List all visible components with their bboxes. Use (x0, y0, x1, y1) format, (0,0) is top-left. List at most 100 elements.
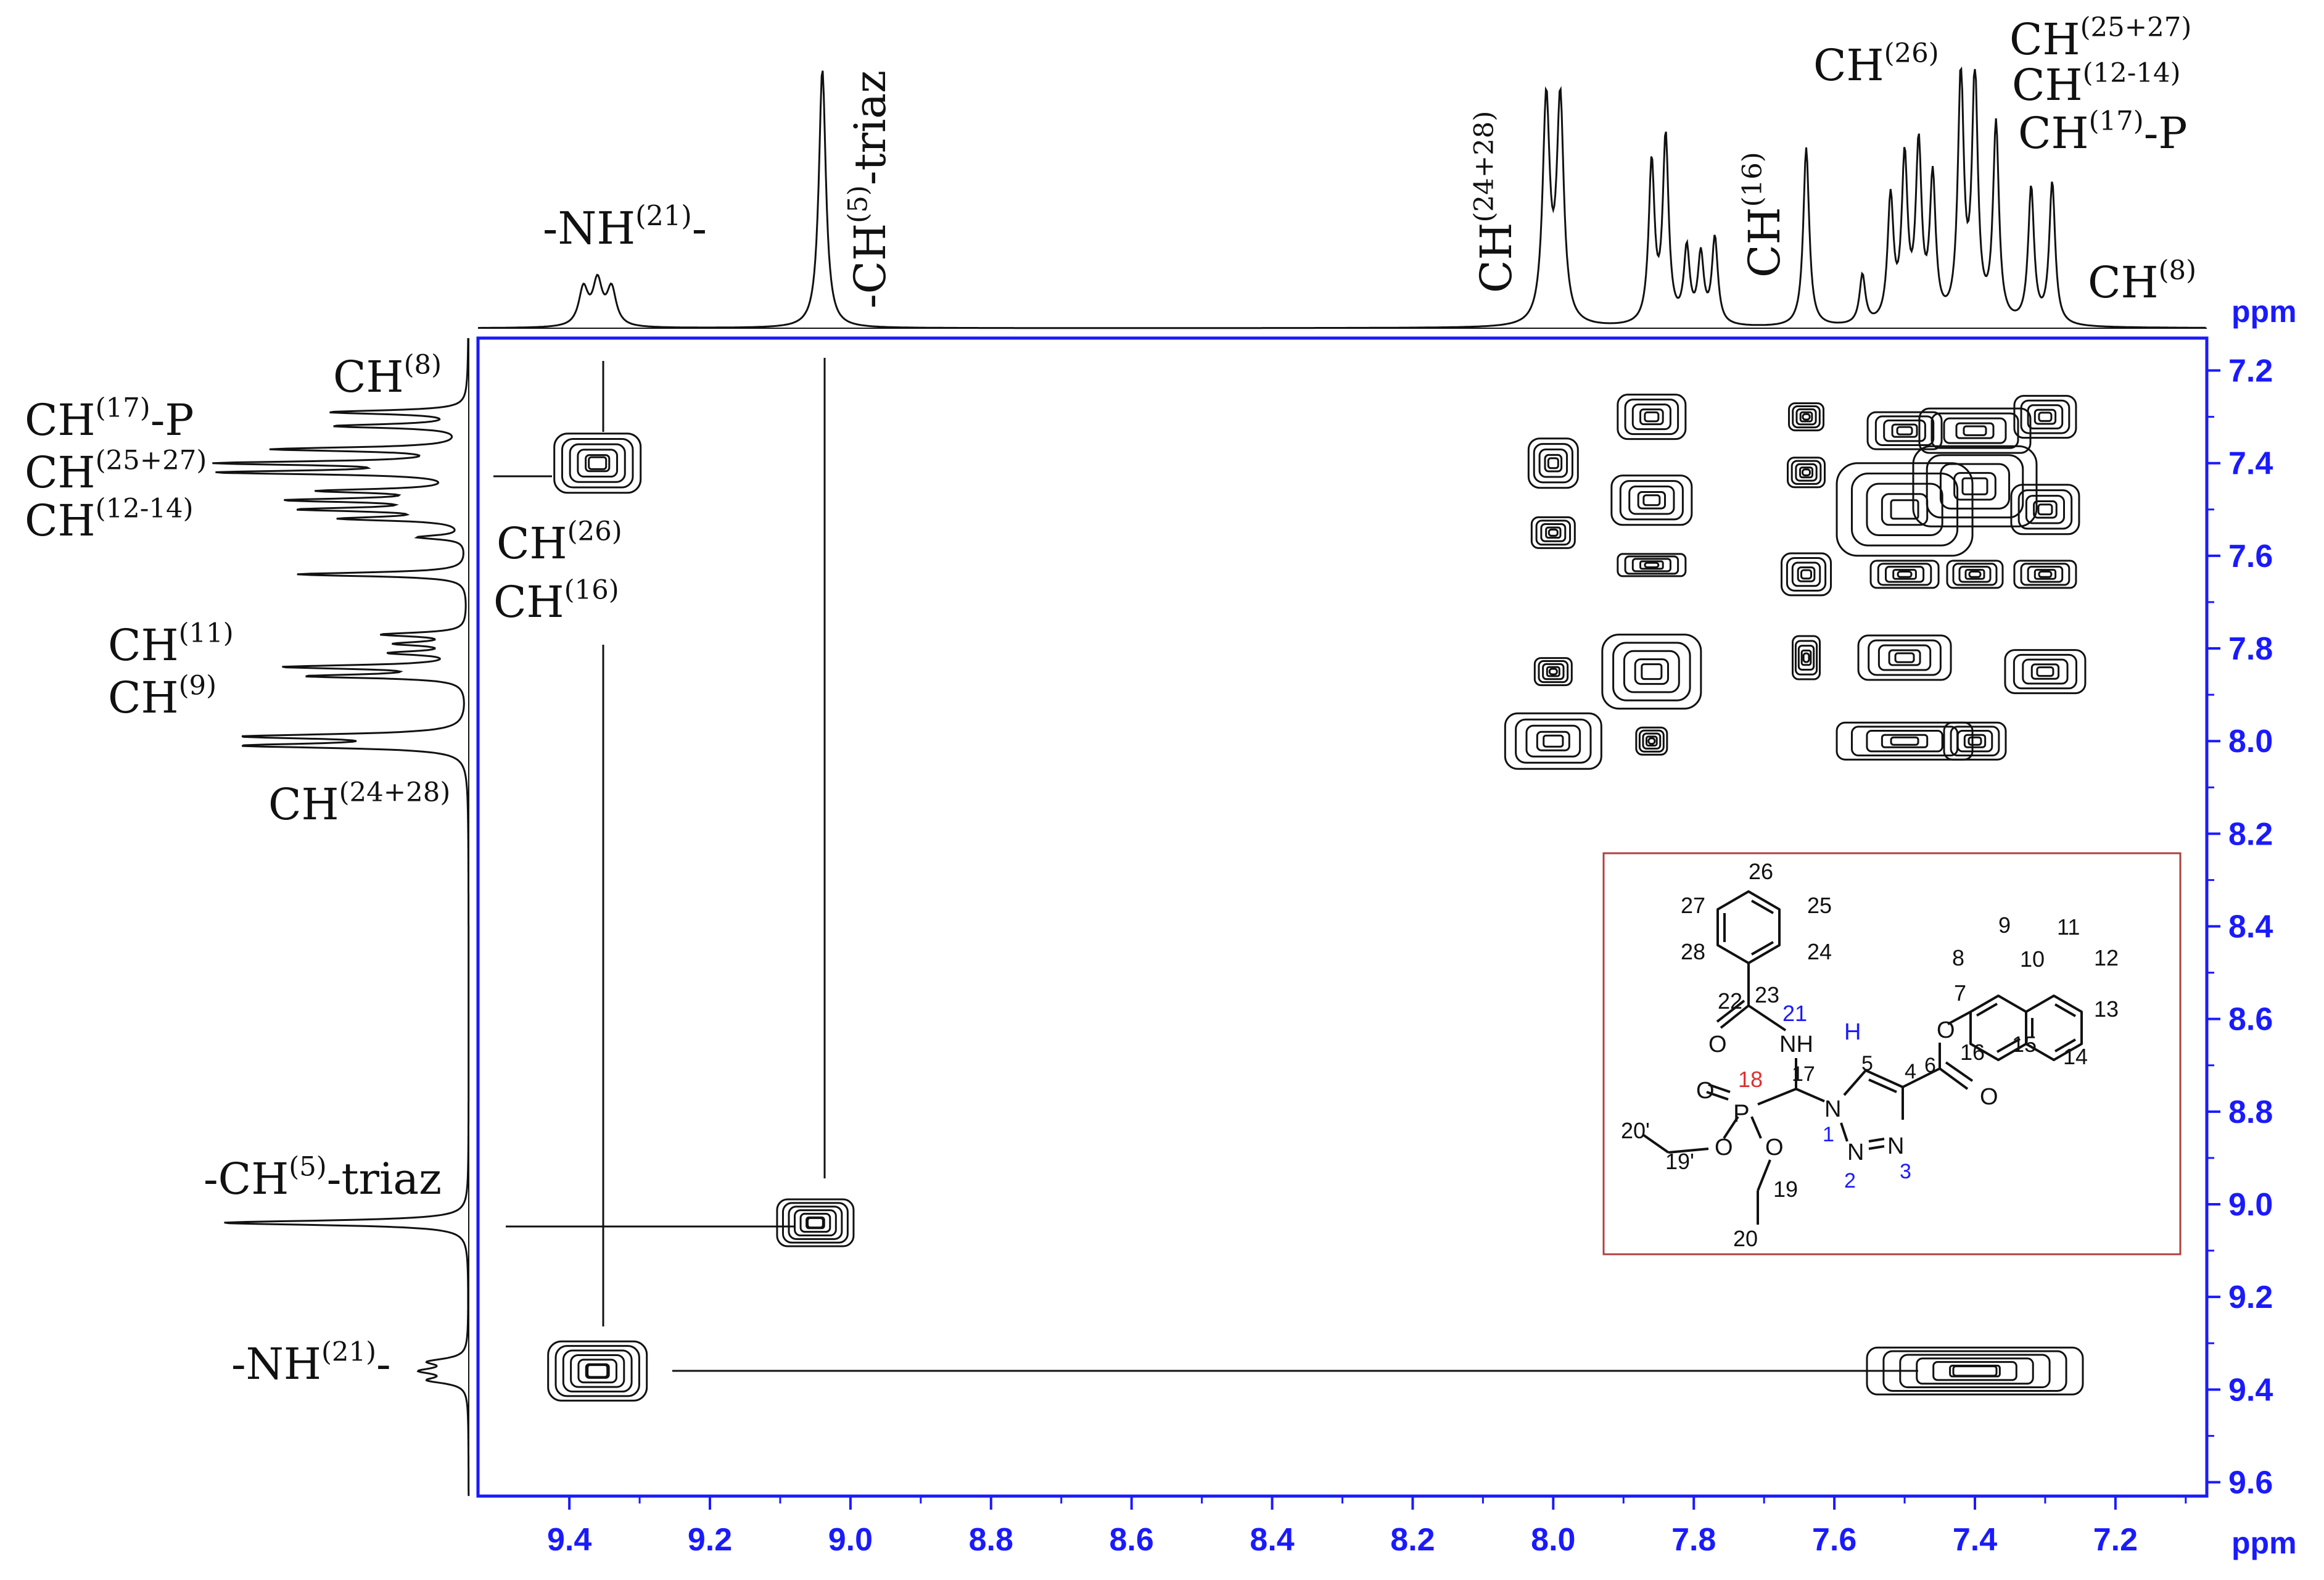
cross-peak (1857, 634, 1952, 681)
contour-level (1800, 649, 1812, 666)
contour-level (1504, 712, 1602, 770)
structure-atom-label: 18 (1738, 1067, 1763, 1092)
contour-level (1877, 563, 1932, 586)
structure-atom-label: O (1696, 1078, 1715, 1104)
y-tick-label: 9.6 (2228, 1465, 2273, 1500)
bond-C5-C4 (1865, 1069, 1903, 1088)
contour-core (1547, 528, 1559, 537)
cross-peak (1601, 634, 1702, 710)
contour-level (569, 443, 626, 483)
contour-level (1869, 560, 1940, 589)
contour-level (1926, 454, 2024, 519)
x-tick-label: 7.4 (1953, 1522, 1997, 1558)
contour-level (1797, 566, 1816, 582)
y-tick-label: 7.6 (2228, 539, 2273, 574)
y-tick-label: 9.0 (2228, 1187, 2273, 1223)
structure-atom-label: 8 (1952, 945, 1964, 970)
cross-peak (1787, 457, 1826, 489)
contour-core (1802, 468, 1811, 477)
contour-level (2022, 658, 2069, 685)
contour-level (1601, 634, 1702, 710)
structure-atom-label: 3 (1900, 1160, 1911, 1183)
contour-level (570, 1354, 625, 1388)
structure-atom-label: N (1887, 1133, 1904, 1159)
structure-atom-label: 17 (1792, 1062, 1815, 1086)
bond-C17-P (1757, 1088, 1797, 1106)
contour-level (1955, 422, 1995, 439)
benzene-double-2 (1751, 941, 1774, 956)
contour-level (1956, 730, 1993, 753)
contour-core (1647, 737, 1656, 745)
contour-level (1787, 457, 1826, 489)
cross-peak (1788, 402, 1825, 432)
contour-level (547, 1340, 648, 1402)
contour-level (1538, 448, 1568, 478)
contour-level (2020, 563, 2071, 586)
y-tick-label: 9.2 (2228, 1280, 2273, 1315)
contour-level (776, 1198, 855, 1247)
peak-label: -NH(21)- (543, 200, 707, 254)
contour-level (1635, 726, 1668, 756)
y-tick-label: 8.6 (2228, 1002, 2273, 1038)
contour-level (1538, 660, 1569, 684)
contour-level (1515, 718, 1592, 764)
contour-level (2013, 560, 2077, 589)
contour-level (1881, 734, 1929, 748)
contour-level (794, 1209, 837, 1236)
naph-double-2 (1996, 1038, 2021, 1053)
contour-level (1612, 642, 1691, 701)
peak-label: -NH(21)- (231, 1337, 391, 1389)
contour-core (2038, 412, 2053, 422)
bond-P-O-double-a (1708, 1083, 1731, 1093)
contour-level (1540, 523, 1567, 542)
y-tick-label: 8.0 (2228, 724, 2273, 759)
cross-peak (1504, 712, 1602, 770)
structure-atom-label: O (1715, 1135, 1733, 1160)
structure-atom-label: 26 (1749, 859, 1773, 884)
contour-core (2036, 666, 2054, 677)
peak-label: CH(25+27) (2009, 12, 2191, 65)
y-tick-label: 8.2 (2228, 816, 2273, 852)
x-tick-label: 9.4 (547, 1522, 591, 1558)
contour-core (1963, 425, 1987, 436)
contour-level (1892, 569, 1917, 580)
contour-level (1639, 560, 1664, 570)
contour-level (781, 1202, 849, 1244)
structure-atom-label: P (1733, 1100, 1750, 1127)
x-tick-label: 9.2 (688, 1522, 732, 1558)
contour-core (1890, 736, 1919, 746)
contour-core (1968, 736, 1982, 746)
contour-level (1943, 721, 2007, 761)
contour-level (1884, 566, 1925, 583)
bond-N1-N2 (1840, 1122, 1848, 1142)
contour-level (1799, 411, 1813, 423)
bond-O-C7 (1947, 1011, 1971, 1025)
cross-peak (1527, 437, 1579, 489)
contour-level (1881, 493, 1929, 526)
structure-atom-label: 9 (1998, 912, 2011, 938)
contour-level (1535, 519, 1572, 546)
contour-level (1866, 411, 1943, 450)
contour-level (1868, 639, 1942, 676)
contour-level (1891, 423, 1918, 438)
cross-peak (1943, 721, 2007, 761)
x-tick-label: 8.0 (1531, 1522, 1575, 1558)
contour-level (2013, 395, 2077, 439)
y-axis-unit: ppm (2231, 294, 2297, 329)
contour-level (1628, 486, 1675, 515)
contour-core (1543, 734, 1564, 748)
structure-atom-label: 20' (1621, 1118, 1650, 1143)
structure-atom-label: 2 (1844, 1169, 1856, 1193)
bond-C5-C4-double (1868, 1078, 1897, 1093)
contour-core (1802, 652, 1810, 663)
y-tick-label: 7.4 (2228, 446, 2273, 482)
structure-atom-label: 6 (1924, 1054, 1936, 1077)
structure-atom-label: O (1937, 1017, 1955, 1043)
contour-core (1802, 413, 1811, 421)
structure-atom-label: 11 (2057, 914, 2080, 940)
peak-label: -CH(5)-triaz (204, 1152, 442, 1204)
structure-atom-label: 28 (1681, 939, 1705, 964)
contour-level (1786, 556, 1827, 592)
structure-atom-label: 5 (1861, 1052, 1873, 1075)
